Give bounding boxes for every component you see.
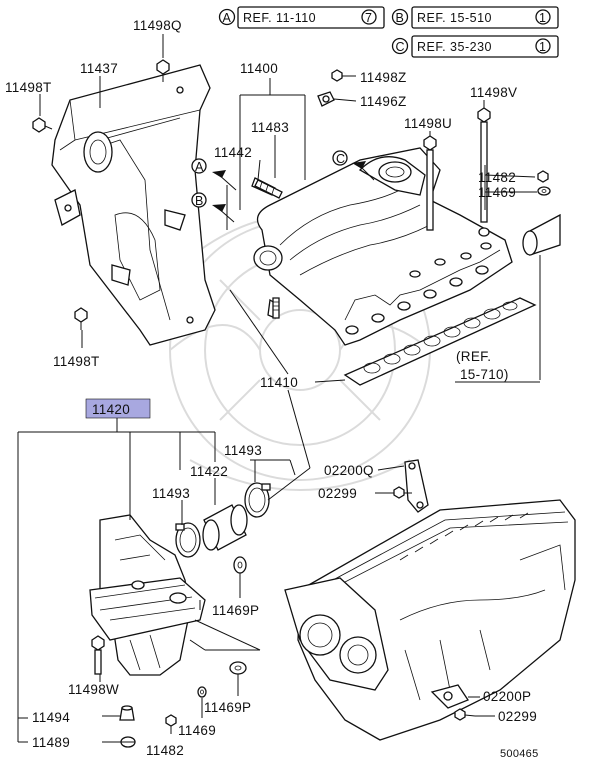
- clamp-11493-upper: [244, 482, 271, 518]
- ref-A-group: A REF. 11-110 7: [218, 6, 385, 29]
- bolt-11496Z: [317, 91, 357, 107]
- ref-A-letter: A: [223, 11, 232, 25]
- washer-11469-upper: [537, 186, 551, 196]
- hose-ref-15-710: [522, 213, 561, 256]
- arrow-B-letter: B: [195, 194, 204, 208]
- stud-11442: [254, 179, 283, 199]
- bolt-02299-upper: [393, 486, 412, 499]
- ref-B-group: B REF. 15-510 1: [391, 6, 559, 29]
- bolt-02299-lower: [454, 708, 476, 721]
- arrow-A: A: [191, 158, 237, 191]
- bolt-11498W: [91, 635, 105, 675]
- bolt-11498Q: [156, 59, 170, 82]
- gasket-11410: [343, 297, 537, 386]
- clamp-11493-lower: [175, 522, 201, 558]
- label-11496Z: 11496Z: [360, 94, 407, 109]
- label-11469-lower: 11469: [178, 723, 216, 738]
- label-11494: 11494: [32, 710, 70, 725]
- bolt-11498V: [477, 107, 491, 237]
- label-11498Z: 11498Z: [360, 70, 407, 85]
- ref-A-text: REF. 11-110: [243, 11, 316, 25]
- label-11442: 11442: [214, 145, 252, 160]
- label-02200Q: 02200Q: [324, 463, 374, 478]
- bracket-02200P: [430, 684, 469, 709]
- label-11483: 11483: [251, 120, 289, 135]
- part-labels: 11498Q 11437 11498T 11400 11498Z 11496Z …: [5, 18, 539, 760]
- label-11437: 11437: [80, 61, 118, 76]
- label-11469P-upper: 11469P: [212, 603, 259, 618]
- hose-11422: [202, 504, 248, 551]
- label-11469P-lower: 11469P: [204, 700, 251, 715]
- leader-lines: [17, 34, 541, 743]
- air-intake-11420: [89, 514, 206, 676]
- label-ref-15-710-line1: (REF.: [456, 349, 491, 364]
- ref-A-num: 7: [365, 11, 372, 25]
- label-11498W: 11498W: [68, 682, 119, 697]
- label-11420: 11420: [92, 402, 130, 417]
- arrow-B: B: [191, 192, 235, 223]
- label-11469-upper: 11469: [478, 185, 516, 200]
- stud-11483: [272, 297, 280, 319]
- washer-11469-lower: [197, 686, 207, 698]
- figure-number: 500465: [500, 748, 539, 760]
- label-02299-upper: 02299: [318, 486, 357, 501]
- washer-11469P-upper: [233, 556, 247, 574]
- cam-cover-ribs: [399, 512, 529, 561]
- bolt-11498U: [423, 135, 437, 231]
- label-11493-lower: 11493: [152, 486, 190, 501]
- label-11410: 11410: [260, 375, 298, 390]
- label-11498T-bottom: 11498T: [53, 354, 100, 369]
- ref-B-num: 1: [539, 11, 546, 25]
- grommet-11494: [119, 705, 135, 721]
- washer-11469P-lower: [229, 661, 247, 675]
- bolt-11498Z: [331, 69, 356, 82]
- highlight-11420: [85, 398, 151, 419]
- label-11498Q: 11498Q: [133, 18, 182, 33]
- ref-C-num: 1: [539, 40, 546, 54]
- label-11489: 11489: [32, 735, 70, 750]
- intake-manifold-11400: [251, 147, 513, 346]
- label-11482-lower: 11482: [146, 743, 184, 758]
- heat-protector-11437: [51, 64, 216, 346]
- bracket-02200Q: [404, 459, 429, 513]
- bolt-11498T-bottom: [74, 307, 88, 330]
- ref-C-text: REF. 35-230: [417, 40, 492, 54]
- arrow-A-letter: A: [195, 160, 204, 174]
- label-11498T-top: 11498T: [5, 80, 52, 95]
- manifold-ports: [345, 242, 492, 335]
- nut-11482-lower: [165, 714, 177, 734]
- ref-B-letter: B: [396, 11, 405, 25]
- engine-cylinder-head: [284, 499, 576, 741]
- label-11400: 11400: [240, 61, 278, 76]
- label-11498U: 11498U: [404, 116, 452, 131]
- ref-C-group: C REF. 35-230 1: [391, 35, 559, 58]
- label-11482-upper: 11482: [478, 170, 516, 185]
- bolt-11498T-top: [32, 117, 53, 133]
- ref-C-letter: C: [396, 40, 406, 54]
- label-11422: 11422: [190, 464, 228, 479]
- label-11498V: 11498V: [470, 85, 517, 100]
- label-02200P: 02200P: [483, 689, 531, 704]
- label-11493-upper: 11493: [224, 443, 262, 458]
- label-ref-15-710-line2: 15-710): [460, 367, 509, 382]
- cap-11489: [120, 736, 136, 748]
- arrow-C: C: [332, 150, 375, 181]
- nut-11482-upper: [537, 170, 549, 183]
- ref-B-text: REF. 15-510: [417, 11, 492, 25]
- arrow-C-letter: C: [336, 152, 346, 166]
- label-02299-lower: 02299: [498, 709, 537, 724]
